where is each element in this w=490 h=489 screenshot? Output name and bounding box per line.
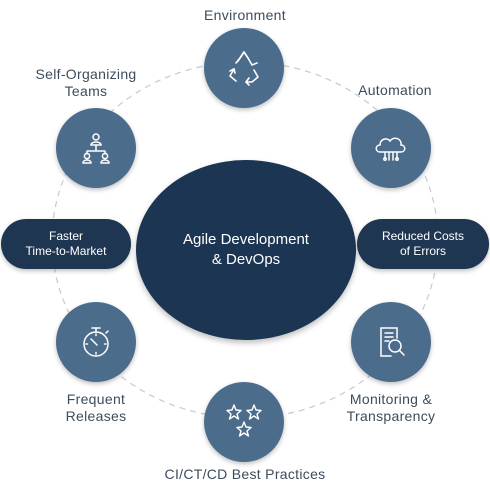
center-circle: Agile Development & DevOps: [136, 160, 356, 340]
document-search-icon: [380, 327, 405, 357]
teams-label-line2: Teams: [64, 83, 108, 99]
environment-node: [204, 28, 284, 108]
teams-node: [56, 108, 136, 188]
stopwatch-icon: [83, 327, 109, 357]
releases-label-line1: Frequent: [66, 391, 126, 407]
automation-node: [351, 108, 431, 188]
releases-label-line2: Releases: [65, 408, 127, 424]
center-title-line2: & DevOps: [211, 251, 281, 268]
monitoring-label-line2: Transparency: [346, 408, 436, 424]
team-hierarchy-icon: [82, 133, 110, 164]
center-title-line1: Agile Development: [183, 231, 309, 248]
recycle-icon: [229, 51, 259, 86]
right-pill-line2: of Errors: [399, 244, 446, 258]
automation-label: Automation: [358, 82, 432, 98]
monitoring-label-line1: Monitoring &: [349, 391, 433, 407]
cicd-node: [204, 382, 284, 462]
teams-label: Self-Organizing Teams: [18, 66, 154, 100]
monitoring-node: [351, 302, 431, 382]
left-pill-line2: Time-to-Market: [25, 244, 107, 258]
left-pill-line1: Faster: [48, 229, 83, 243]
releases-label: Frequent Releases: [36, 391, 156, 425]
teams-label-line1: Self-Organizing: [35, 66, 137, 82]
right-pill-line1: Reduced Costs: [381, 229, 465, 243]
cloud-circuit-icon: [375, 137, 406, 161]
environment-label: Environment: [204, 7, 286, 23]
monitoring-label: Monitoring & Transparency: [330, 391, 452, 425]
cicd-label: CI/CT/CD Best Practices: [164, 466, 326, 482]
stars-icon: [226, 404, 262, 437]
releases-node: [56, 302, 136, 382]
faster-time-to-market-pill: Faster Time-to-Market: [1, 219, 131, 269]
reduced-costs-pill: Reduced Costs of Errors: [357, 219, 489, 269]
